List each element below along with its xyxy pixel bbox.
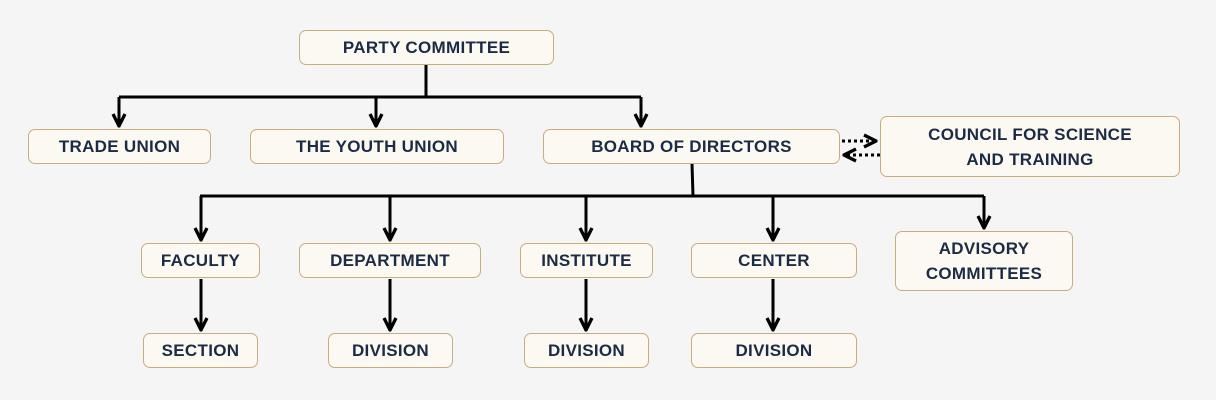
node-department: DEPARTMENT <box>299 243 481 278</box>
node-section: SECTION <box>143 333 258 368</box>
council-line-1: COUNCIL FOR SCIENCE <box>928 124 1132 144</box>
node-trade-union: TRADE UNION <box>28 129 211 164</box>
node-division-department: DIVISION <box>328 333 453 368</box>
node-council-for-science: COUNCIL FOR SCIENCE AND TRAINING <box>880 116 1180 177</box>
node-advisory-committees: ADVISORY COMMITTEES <box>895 231 1073 291</box>
node-institute: INSTITUTE <box>520 243 653 278</box>
node-party-committee: PARTY COMMITTEE <box>299 30 554 65</box>
council-line-2: AND TRAINING <box>966 149 1094 169</box>
node-division-center: DIVISION <box>691 333 857 368</box>
node-board-of-directors: BOARD OF DIRECTORS <box>543 129 840 164</box>
node-faculty: FACULTY <box>141 243 260 278</box>
node-division-institute: DIVISION <box>524 333 649 368</box>
connector-board-trunk <box>690 163 695 197</box>
advisory-line-2: COMMITTEES <box>925 264 1043 283</box>
node-youth-union: THE YOUTH UNION <box>250 129 504 164</box>
node-center: CENTER <box>691 243 857 278</box>
advisory-line-1: ADVISORY <box>938 239 1030 258</box>
